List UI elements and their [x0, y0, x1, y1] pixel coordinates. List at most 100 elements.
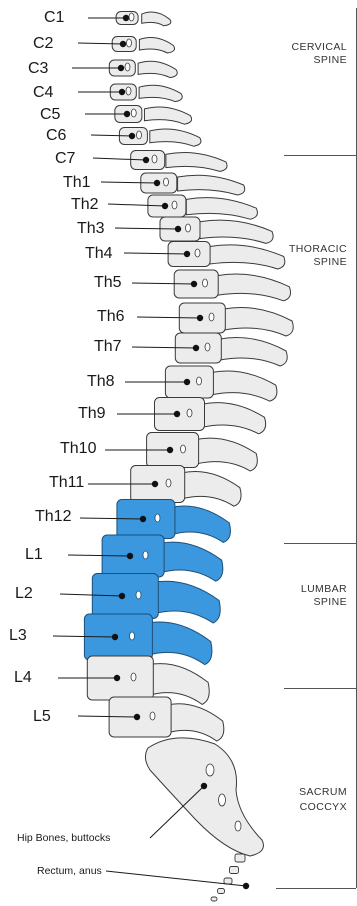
label-c6: C6: [46, 127, 66, 145]
dot-c6: [129, 133, 135, 139]
region-lumbar-line1: LUMBAR: [301, 583, 347, 596]
label-th2: Th2: [71, 196, 99, 214]
foramen-c6: [137, 131, 142, 139]
region-label-lumbar: LUMBAR SPINE: [301, 583, 347, 609]
region-thoracic-line1: THORACIC: [289, 243, 347, 256]
dot-l1: [127, 553, 133, 559]
dot-th2: [162, 203, 168, 209]
sacral-foramen-3: [235, 821, 241, 831]
foramen-l5: [150, 712, 155, 720]
foramen-th12: [155, 514, 160, 522]
label-c3: C3: [28, 60, 48, 78]
process-th6: [224, 308, 293, 337]
process-th7: [220, 338, 287, 367]
process-th2: [186, 198, 257, 220]
process-th8: [212, 371, 277, 401]
label-th5: Th5: [94, 274, 122, 292]
label-l3: L3: [9, 627, 27, 645]
region-cervical-line1: CERVICAL: [291, 41, 347, 54]
process-th1: [178, 175, 245, 195]
label-th10: Th10: [60, 440, 96, 458]
process-th9: [203, 403, 266, 434]
region-lumbar-line2: SPINE: [301, 596, 347, 609]
process-c7: [166, 152, 227, 171]
label-th11: Th11: [49, 474, 84, 492]
dot-th6: [197, 315, 203, 321]
dot-rectum: [243, 883, 249, 889]
label-l2: L2: [15, 585, 33, 603]
dot-c5: [124, 111, 130, 117]
label-th4: Th4: [85, 245, 113, 263]
divider-bottom: [276, 888, 356, 889]
sacral-foramen-1: [206, 764, 214, 776]
process-c5: [144, 107, 191, 124]
process-th5: [217, 274, 290, 301]
label-th8: Th8: [87, 373, 115, 391]
label-l4: L4: [14, 669, 32, 687]
label-c5: C5: [40, 106, 60, 124]
coccyx-segment-1: [235, 854, 245, 862]
region-cervical-line2: SPINE: [291, 54, 347, 67]
foramen-c2: [127, 39, 132, 47]
body-l2: [92, 574, 158, 619]
label-c7: C7: [55, 150, 75, 168]
region-sacral-line2: COCCYX: [299, 800, 347, 815]
label-th9: Th9: [78, 405, 106, 423]
label-th6: Th6: [97, 308, 125, 326]
dot-th11: [152, 481, 158, 487]
foramen-l2: [136, 591, 141, 599]
dot-th9: [174, 411, 180, 417]
foramen-l1: [143, 551, 148, 559]
label-th3: Th3: [77, 220, 105, 238]
annotation-hip-bones: Hip Bones, buttocks: [17, 832, 110, 844]
coccyx-segment-4: [218, 889, 225, 894]
dot-l3: [112, 634, 118, 640]
coccyx-segment-3: [224, 878, 232, 884]
divider-lumbar-sacral: [284, 688, 356, 689]
dot-l2: [119, 593, 125, 599]
dot-c3: [118, 65, 124, 71]
foramen-th6: [209, 313, 214, 321]
dot-th5: [191, 281, 197, 287]
foramen-th3: [186, 224, 191, 232]
foramen-l3: [130, 632, 135, 640]
process-th10: [196, 438, 257, 471]
process-l5: [167, 704, 224, 741]
foramen-th8: [197, 377, 202, 385]
region-sacral-line1: SACRUM: [299, 785, 347, 800]
foramen-c5: [131, 109, 136, 117]
foramen-th9: [187, 409, 192, 417]
divider-cervical-thoracic: [284, 155, 356, 156]
dot-th7: [193, 345, 199, 351]
label-l5: L5: [33, 708, 51, 726]
foramen-c7: [152, 155, 157, 163]
sacral-foramen-2: [219, 794, 226, 806]
dot-c4: [119, 89, 125, 95]
process-th4: [210, 245, 285, 269]
label-th7: Th7: [94, 338, 122, 356]
foramen-c4: [126, 87, 131, 95]
sacrum-shape: [145, 738, 263, 856]
region-thoracic-line2: SPINE: [289, 256, 347, 269]
foramen-c3: [125, 63, 130, 71]
label-th1: Th1: [63, 174, 91, 192]
annotation-rectum: Rectum, anus: [37, 865, 102, 877]
label-c2: C2: [33, 35, 53, 53]
foramen-th1: [164, 178, 169, 186]
dot-c1: [123, 15, 129, 21]
foramen-th7: [205, 343, 210, 351]
process-l1: [160, 542, 223, 581]
dot-th1: [154, 180, 160, 186]
foramen-th4: [195, 249, 200, 257]
process-c1: [142, 12, 171, 26]
region-label-thoracic: THORACIC SPINE: [289, 243, 347, 269]
label-th12: Th12: [35, 508, 71, 526]
foramen-th10: [181, 445, 186, 453]
dot-c7: [143, 157, 149, 163]
dot-c2: [120, 41, 126, 47]
dot-th3: [175, 226, 181, 232]
dot-th8: [184, 379, 190, 385]
region-label-cervical: CERVICAL SPINE: [291, 41, 347, 67]
foramen-th11: [166, 479, 171, 487]
